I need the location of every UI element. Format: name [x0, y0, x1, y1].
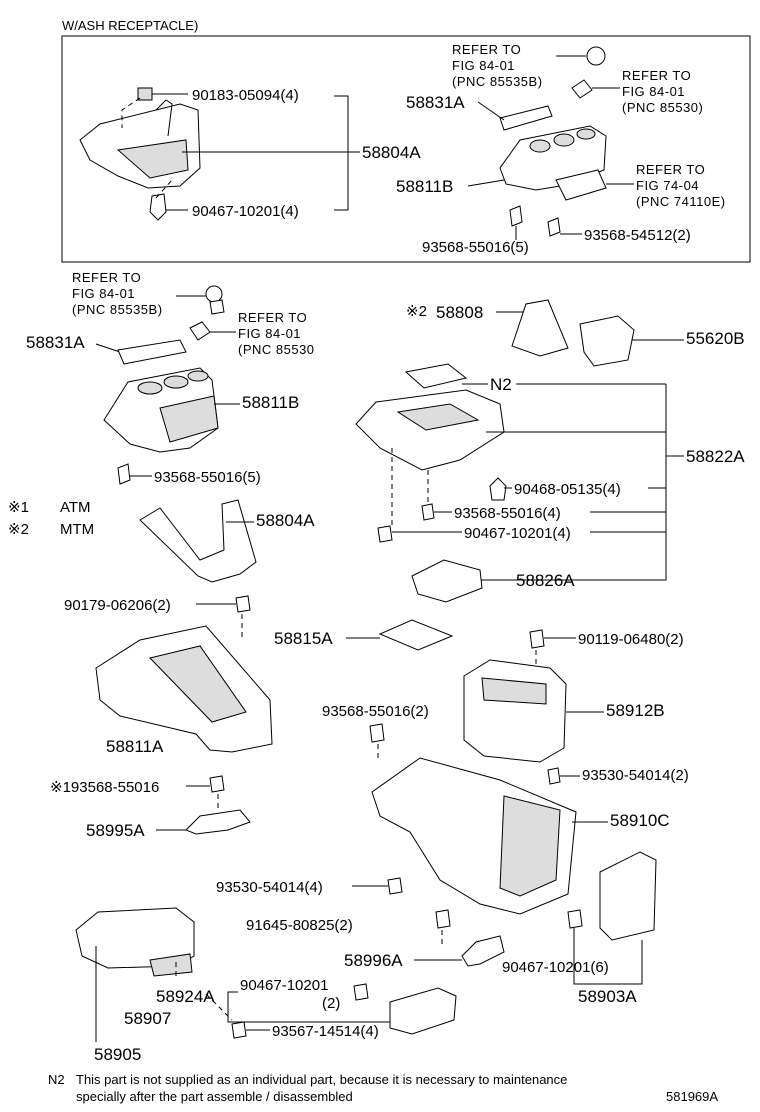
inset-label-58804A: 58804A: [362, 143, 421, 162]
panel-58822A-drawing: [355, 389, 505, 471]
label-58831A: 58831A: [26, 333, 85, 352]
box-55620B-drawing: [579, 315, 635, 367]
inset-ref3-line3: (PNC 74110E): [636, 194, 726, 209]
inset-label-93568-54512: 93568-54512(2): [584, 227, 691, 244]
label-93567: 93567-14514(4): [272, 1023, 379, 1040]
label-90467-single-qty: (2): [322, 995, 340, 1012]
ref1-line3: (PNC 85535B): [72, 302, 163, 317]
inset-label-58831A: 58831A: [406, 93, 465, 112]
label-93530-2: 93530-54014(2): [582, 767, 689, 784]
legend-mtm: MTM: [60, 521, 94, 538]
bezel-58804A-drawing: [139, 499, 257, 583]
inset-ref3-line1: REFER TO: [636, 162, 705, 177]
inset-ref1-line1: REFER TO: [452, 42, 521, 57]
panel-58903A-drawing: [599, 851, 657, 941]
inset-ref2-line3: (PNC 85530): [622, 100, 703, 115]
inset-frame: [61, 35, 751, 263]
inset-ref2-line1: REFER TO: [622, 68, 691, 83]
label-58822A: 58822A: [686, 447, 745, 466]
label-90119: 90119-06480(2): [578, 631, 684, 648]
inset-label-93568-55016: 93568-55016(5): [422, 239, 529, 256]
legend-atm: ATM: [60, 499, 91, 516]
label-58905: 58905: [94, 1045, 141, 1064]
inset-ref2-line2: FIG 84-01: [622, 84, 685, 99]
label-58903A: 58903A: [578, 987, 637, 1006]
insert-drawing: [404, 363, 468, 389]
label-90467-single: 90467-10201: [240, 977, 328, 994]
ref1-line2: FIG 84-01: [72, 286, 135, 301]
label-58815A: 58815A: [274, 629, 333, 648]
legend-atm-mark: ※1: [8, 499, 29, 516]
inset-screw-drawing: [149, 193, 167, 221]
inset-label-90467: 90467-10201(4): [192, 203, 299, 220]
label-90468: 90468-05135(4): [514, 481, 621, 498]
mat-58815A-drawing: [378, 619, 454, 651]
footnote-line1: This part is not supplied as an individu…: [76, 1072, 567, 1087]
inset-console-drawing: [499, 46, 607, 237]
box-58912B-drawing: [463, 659, 567, 763]
label-93568-55016-4: 93568-55016(4): [454, 505, 561, 522]
bracket-58996A-drawing: [461, 935, 505, 967]
inset-bezel-drawing: [79, 87, 201, 221]
label-58826A: 58826A: [516, 571, 575, 590]
pad-58924A-drawing: [389, 987, 457, 1035]
screw-drawing: [117, 463, 131, 485]
tray-58826A-drawing: [411, 559, 483, 603]
label-58808: 58808: [436, 303, 483, 322]
console-58811A-drawing: [95, 625, 273, 753]
inset-label-58811B: 58811B: [396, 177, 453, 196]
label-58811A: 58811A: [106, 737, 164, 756]
label-90179: 90179-06206(2): [64, 597, 171, 614]
label-58910C: 58910C: [610, 811, 670, 830]
label-58808-mark: ※2: [406, 303, 427, 320]
inset-ref3-line2: FIG 74-04: [636, 178, 699, 193]
figure-id: 581969A: [666, 1089, 718, 1104]
label-90467-6: 90467-10201(6): [502, 959, 609, 976]
label-N2: N2: [490, 375, 512, 394]
label-93530-4: 93530-54014(4): [216, 879, 323, 896]
bracket-58995A-drawing: [185, 809, 251, 835]
console-58811B-drawing: [103, 367, 219, 453]
legend-mtm-mark: ※2: [8, 521, 29, 538]
section-title: W/ASH RECEPTACLE): [62, 18, 198, 33]
label-55620B: 55620B: [686, 329, 745, 348]
knob-drawing: [205, 285, 223, 303]
label-90467-4: 90467-10201(4): [464, 525, 571, 542]
boot-58808-drawing: [511, 299, 569, 357]
footnote-line2: specially after the part assemble / disa…: [76, 1089, 353, 1104]
ref2-line1: REFER TO: [238, 310, 307, 325]
label-58912B: 58912B: [606, 701, 665, 720]
inset-cover-58831A: [499, 105, 553, 131]
ref2-line3: (PNC 85530: [238, 342, 315, 357]
ref1-line1: REFER TO: [72, 270, 141, 285]
inset-ref1-line2: FIG 84-01: [452, 58, 515, 73]
footnote-mark: N2: [48, 1072, 65, 1087]
label-93568-55016-2: 93568-55016(2): [322, 703, 429, 720]
cover-58831A-drawing: [117, 339, 187, 365]
inset-label-90183: 90183-05094(4): [192, 87, 299, 104]
ref2-line2: FIG 84-01: [238, 326, 301, 341]
label-58811B: 58811B: [242, 393, 299, 412]
label-58995A: 58995A: [86, 821, 145, 840]
label-58907: 58907: [124, 1009, 171, 1028]
inset-ref1-line3: (PNC 85535B): [452, 74, 543, 89]
console-58910C-drawing: [371, 757, 577, 915]
label-93568-55016-5: 93568-55016(5): [154, 469, 261, 486]
label-58996A: 58996A: [344, 951, 403, 970]
label-91645: 91645-80825(2): [246, 917, 353, 934]
label-58924A: 58924A: [156, 987, 215, 1006]
label-93568-55016-atm: ※193568-55016: [50, 779, 159, 796]
armrest-58905-drawing: [75, 907, 195, 977]
label-58804A: 58804A: [256, 511, 315, 530]
